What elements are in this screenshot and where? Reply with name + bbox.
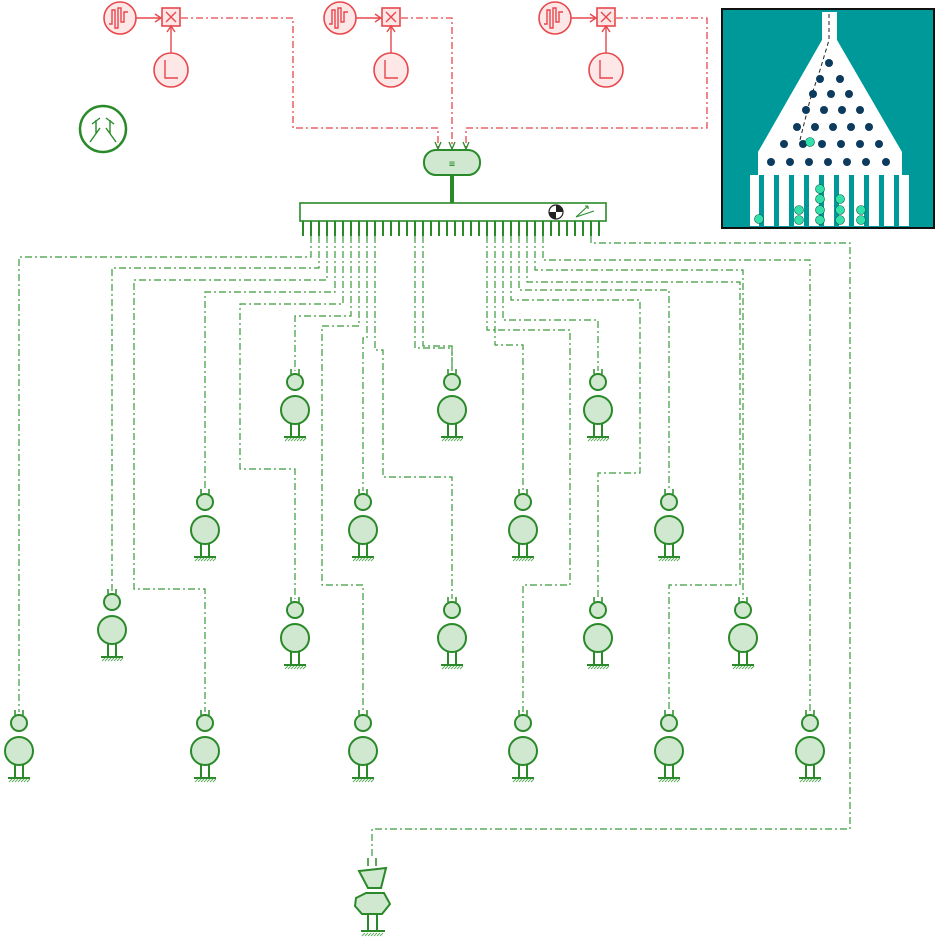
rigid-body-5[interactable]	[348, 489, 378, 562]
signal-source-1[interactable]	[103, 1, 189, 88]
rigid-body-12[interactable]	[728, 597, 758, 670]
noise-signal-icon[interactable]	[538, 1, 572, 35]
rigid-body-2[interactable]	[437, 369, 467, 442]
signal-layer	[103, 1, 708, 151]
rigid-body-17[interactable]	[654, 710, 684, 783]
animation-preview[interactable]	[721, 8, 935, 229]
product-icon[interactable]	[596, 7, 616, 27]
mechanics-world-icon[interactable]	[78, 104, 128, 154]
frame-axes-icon	[575, 205, 595, 218]
svg-text:≡: ≡	[449, 159, 455, 170]
galton-board-preview[interactable]	[721, 8, 935, 229]
signal-source-3[interactable]	[538, 1, 624, 88]
rigid-body-6[interactable]	[508, 489, 538, 562]
rigid-body-8[interactable]	[97, 589, 127, 662]
rigid-body-4[interactable]	[190, 489, 220, 562]
rigid-body-1[interactable]	[280, 369, 310, 442]
rigid-body-16[interactable]	[508, 710, 538, 783]
noise-signal-icon[interactable]	[103, 1, 137, 35]
rigid-body-14[interactable]	[190, 710, 220, 783]
step-source-icon[interactable]	[153, 52, 189, 88]
rigid-body-9[interactable]	[280, 597, 310, 670]
step-source-icon[interactable]	[373, 52, 409, 88]
mechanical-connections	[18, 236, 851, 858]
rigid-body-13[interactable]	[4, 710, 34, 783]
product-icon[interactable]	[381, 7, 401, 27]
rigid-body-11[interactable]	[583, 597, 613, 670]
step-source-icon[interactable]	[588, 52, 624, 88]
block-layer: ≡	[4, 104, 825, 937]
center-of-mass-icon	[548, 204, 564, 220]
rigid-body-10[interactable]	[437, 597, 467, 670]
rigid-body-18[interactable]	[795, 710, 825, 783]
product-icon[interactable]	[161, 7, 181, 27]
rigid-body-15[interactable]	[348, 710, 378, 783]
signal-source-2[interactable]	[323, 1, 409, 88]
rigid-bus-bar[interactable]	[299, 202, 607, 236]
noise-signal-icon[interactable]	[323, 1, 357, 35]
rigid-body-7[interactable]	[654, 489, 684, 562]
rigid-body-3[interactable]	[583, 369, 613, 442]
force-torque-icon[interactable]: ≡	[423, 149, 481, 203]
funnel-body[interactable]	[353, 858, 392, 937]
